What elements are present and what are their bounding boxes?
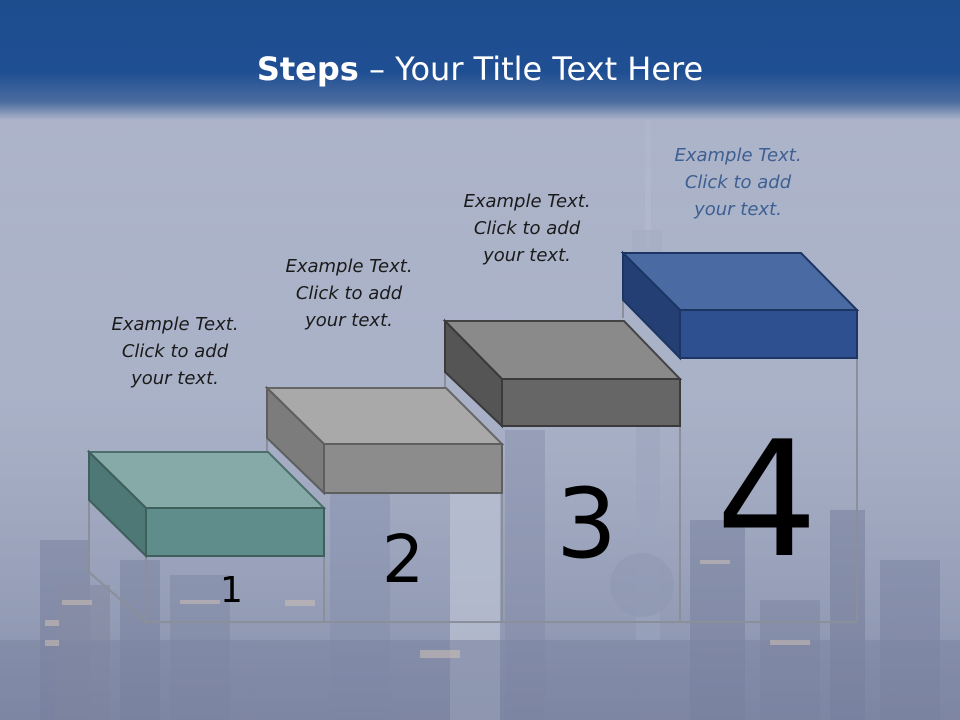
step-3-caption-line-3: your text.: [483, 245, 571, 266]
step-2-number: 2: [382, 521, 424, 598]
step-4-block[interactable]: [620, 250, 860, 361]
title-rest: – Your Title Text Here: [358, 50, 704, 88]
step-1-number: 1: [220, 570, 243, 611]
slide-title[interactable]: Steps – Your Title Text Here: [0, 50, 960, 88]
step-1-caption-line-2: Click to add: [121, 341, 229, 362]
step-4-caption[interactable]: Example Text. Click to add your text.: [643, 142, 833, 223]
step-1-caption-line-3: your text.: [131, 368, 219, 389]
step-3-caption[interactable]: Example Text. Click to add your text.: [432, 188, 622, 269]
step-4-caption-line-1: Example Text.: [674, 145, 802, 166]
step-2-block[interactable]: [264, 385, 505, 496]
step-3-caption-line-1: Example Text.: [463, 191, 591, 212]
step-2-caption-line-1: Example Text.: [285, 256, 413, 277]
title-band: [0, 0, 960, 120]
step-2-caption-line-3: your text.: [305, 310, 393, 331]
step-4-number: 4: [716, 406, 818, 593]
step-3-number: 3: [556, 468, 618, 580]
step-1-caption[interactable]: Example Text. Click to add your text.: [80, 311, 270, 392]
step-3-caption-line-2: Click to add: [473, 218, 581, 239]
step-1-block[interactable]: [86, 449, 327, 559]
step-3-block[interactable]: [442, 318, 683, 429]
step-4-caption-line-2: Click to add: [684, 172, 792, 193]
step-1-caption-line-1: Example Text.: [111, 314, 239, 335]
step-2-caption-line-2: Click to add: [295, 283, 403, 304]
title-bold: Steps: [256, 50, 359, 88]
steps-frame: [88, 300, 858, 625]
step-2-caption[interactable]: Example Text. Click to add your text.: [254, 253, 444, 334]
step-4-caption-line-3: your text.: [694, 199, 782, 220]
